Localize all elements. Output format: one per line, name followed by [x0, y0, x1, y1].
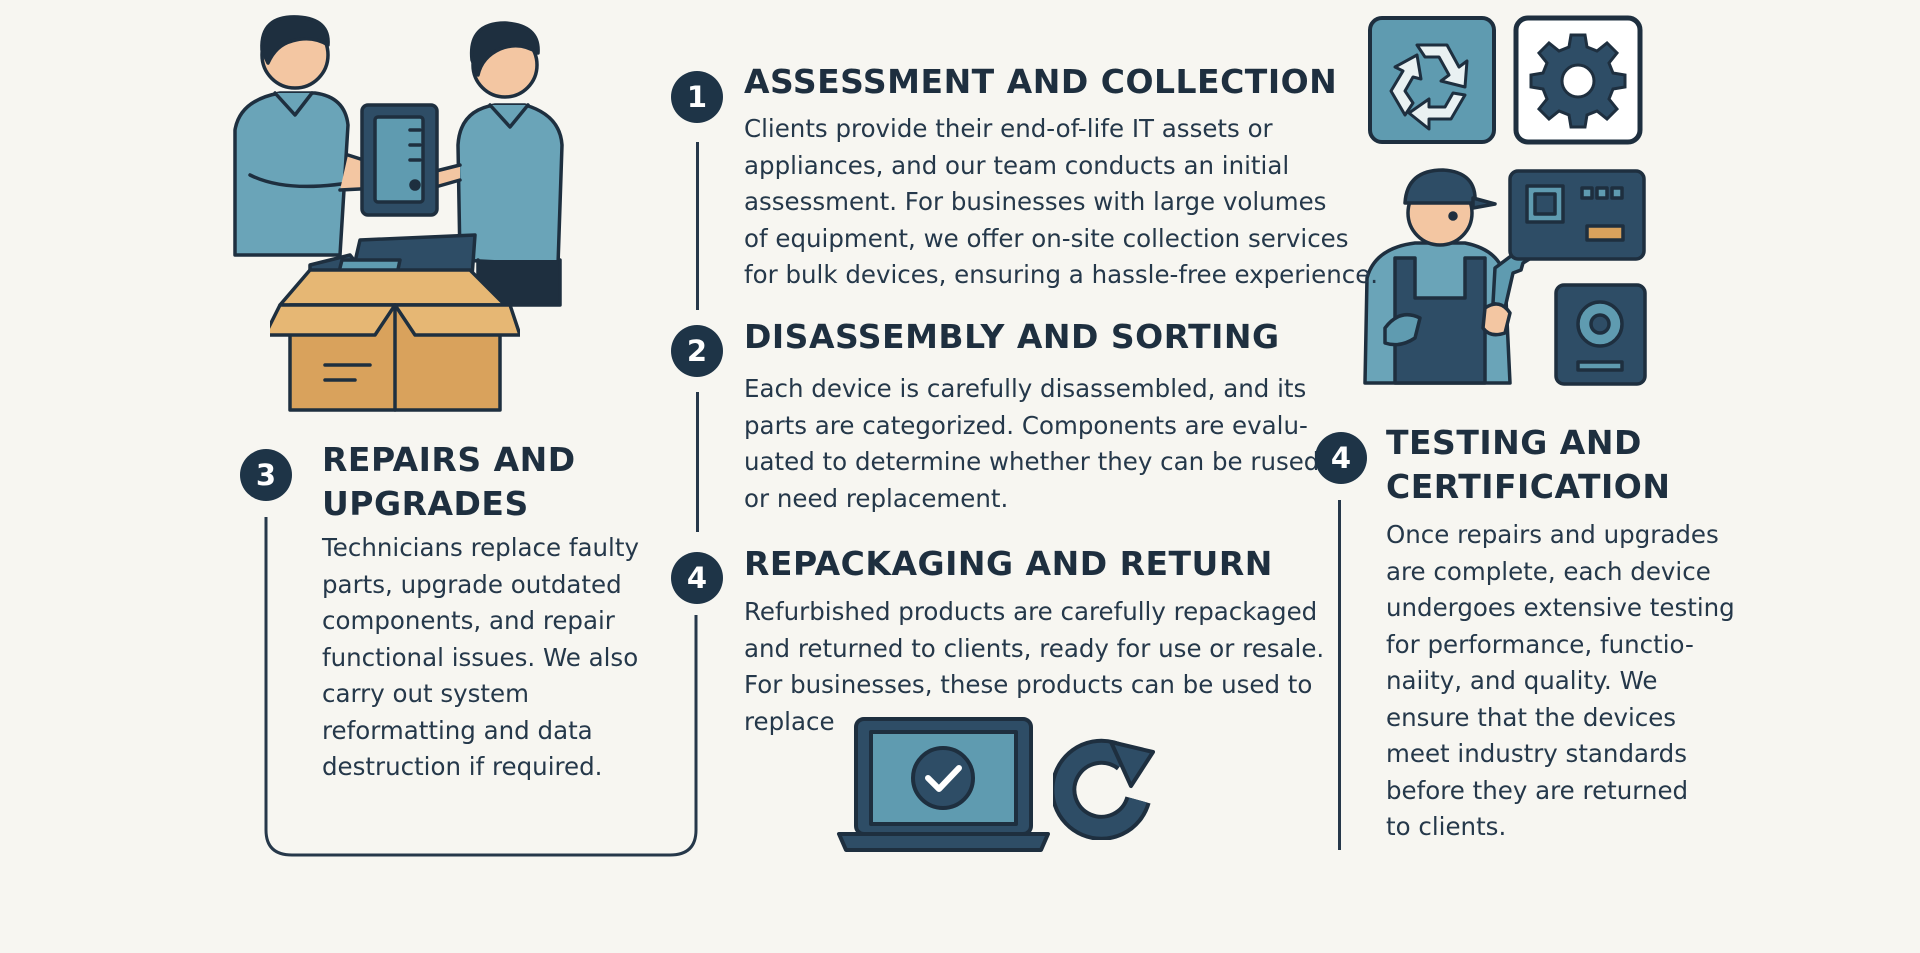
text-line: uated to determine whether they can be r… [744, 447, 1320, 476]
text-line: for performance, functio- [1386, 629, 1694, 659]
text-line: naiity, and quality. We [1386, 666, 1658, 695]
two-technicians-handing-over-computer-icon [233, 15, 564, 307]
step-number-badge-disassembly: 2 [671, 325, 723, 377]
text-line: reformatting and data [322, 715, 593, 745]
timeline-connector [696, 142, 699, 310]
title-line: TESTING AND [1386, 423, 1642, 462]
step-title-repackaging: REPACKAGING AND RETURN [744, 544, 1273, 583]
text-line: before they are returned [1386, 775, 1689, 805]
step-title-assessment: ASSESSMENT AND COLLECTION [744, 62, 1338, 101]
step-description-testing: Once repairs and upgrades are complete, … [1386, 517, 1735, 846]
timeline-connector [1338, 500, 1341, 850]
step-title-repairs: REPAIRS AND UPGRADES [322, 438, 576, 526]
text-line: ensure that the devices [1386, 702, 1677, 732]
step-number-badge-repairs: 3 [240, 449, 292, 501]
text-line: for bulk devices, ensuring a hassle-free… [744, 260, 1379, 289]
text-line: functional issues. We also [322, 642, 639, 672]
text-line: are complete, each device [1386, 556, 1711, 586]
text-line: or need replacement. [744, 483, 1009, 513]
text-line: to clients. [1386, 812, 1507, 841]
title-line: REPAIRS AND [322, 440, 576, 479]
recycle-icon [1368, 16, 1496, 144]
refresh-arrow-icon [1053, 738, 1155, 840]
text-line: carry out system [322, 679, 529, 708]
text-line: replace [744, 706, 835, 736]
step-description-repairs: Technicians replace faulty parts, upgrad… [322, 530, 639, 786]
text-line: destruction if required. [322, 752, 603, 781]
text-line: Once repairs and upgrades [1386, 520, 1719, 549]
text-line: Each device is carefully disassembled, a… [744, 374, 1307, 403]
step-number-badge-assessment: 1 [671, 71, 723, 123]
text-line: parts are categorized. Components are ev… [744, 410, 1308, 440]
step-description-repackaging: Refurbished products are carefully repac… [744, 594, 1324, 740]
text-line: components, and repair [322, 606, 615, 635]
text-line: Technicians replace faulty [322, 533, 639, 562]
text-line: For businesses, these products can be us… [744, 670, 1313, 699]
technician-with-wrench-icon [1363, 168, 1533, 385]
gear-icon [1513, 15, 1643, 145]
step-number-badge-testing: 4 [1315, 432, 1367, 484]
text-line: undergoes extensive testing [1386, 593, 1735, 622]
component-gear-icon [1554, 283, 1647, 386]
timeline-connector [696, 392, 699, 532]
text-line: Clients provide their end-of-life IT ass… [744, 114, 1273, 143]
text-line: and returned to clients, ready for use o… [744, 633, 1325, 663]
step-title-testing: TESTING AND CERTIFICATION [1386, 421, 1670, 509]
step-title-disassembly: DISASSEMBLY AND SORTING [744, 317, 1280, 356]
text-line: assessment. For businesses with large vo… [744, 187, 1327, 216]
text-line: of equipment, we offer on-site collectio… [744, 223, 1349, 253]
step-description-disassembly: Each device is carefully disassembled, a… [744, 371, 1319, 517]
laptop-checkmark-icon [837, 717, 1050, 852]
step-number-badge-repackaging: 4 [671, 552, 723, 604]
text-line: meet industry standards [1386, 739, 1687, 768]
title-line: UPGRADES [322, 484, 529, 523]
box-with-laptops-icon [270, 233, 520, 412]
circuit-board-icon [1508, 169, 1646, 261]
title-line: CERTIFICATION [1386, 467, 1671, 506]
text-line: appliances, and our team conducts an ini… [744, 150, 1290, 180]
text-line: parts, upgrade outdated [322, 569, 622, 599]
text-line: Refurbished products are carefully repac… [744, 597, 1318, 626]
timeline-bracket [264, 517, 698, 857]
step-description-assessment: Clients provide their end-of-life IT ass… [744, 111, 1378, 294]
